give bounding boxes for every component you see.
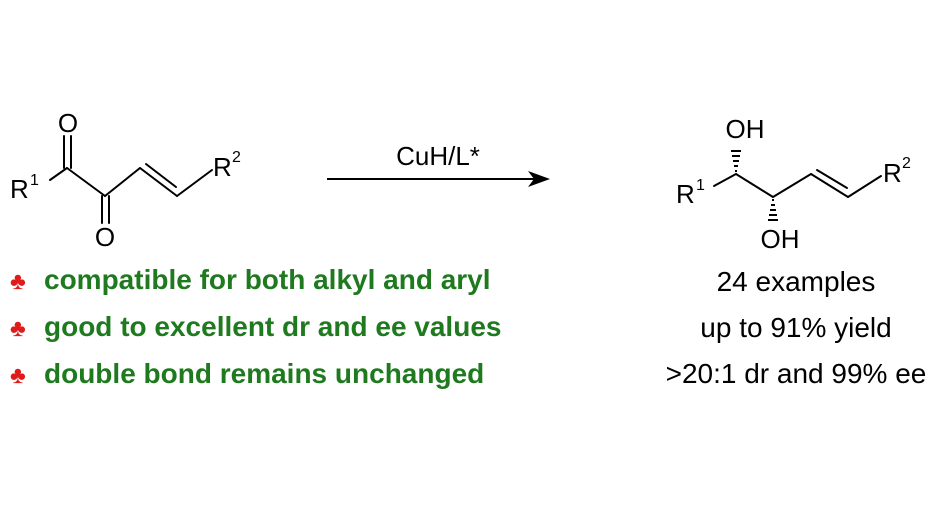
- bond-cc-cd: [810, 173, 849, 198]
- product-r2-label: R: [883, 158, 902, 188]
- selectivity: >20:1 dr and 99% ee: [665, 358, 927, 389]
- results-summary: 24 examples up to 91% yield >20:1 dr and…: [650, 262, 942, 400]
- bond-r1-ca: [713, 173, 737, 187]
- feature-text: compatible for both alkyl and aryl: [44, 264, 491, 295]
- bond-c2-c3: [104, 167, 141, 197]
- feature-item: ♣ double bond remains unchanged: [10, 355, 501, 402]
- club-icon: ♣: [10, 315, 26, 342]
- bond-cb-cc: [772, 173, 812, 198]
- substrate-r2-label: R: [213, 152, 232, 182]
- reagent-label: CuH/L*: [396, 141, 480, 171]
- substrate-r2-sup: 2: [232, 149, 241, 166]
- bond-c3-c4: [139, 167, 178, 197]
- bond-cc-cd-inner: [816, 169, 848, 189]
- hashed-wedge-bottom: [768, 199, 778, 221]
- bond-c3-c4-inner: [145, 163, 177, 188]
- product-r2-sup: 2: [902, 155, 911, 172]
- arrow-head: [528, 171, 550, 187]
- substrate-o-bottom: O: [95, 222, 115, 252]
- substrate-structure: [49, 135, 213, 224]
- product-structure: [713, 169, 882, 198]
- product-r1-sup: 1: [696, 177, 705, 194]
- bond-c4-r2: [176, 169, 213, 197]
- bond-r1-c1: [49, 167, 68, 181]
- substrate-o-top: O: [58, 108, 78, 138]
- product-oh-bottom: OH: [761, 224, 800, 254]
- product-r1-label: R: [676, 179, 695, 209]
- examples-count: 24 examples: [716, 266, 876, 297]
- club-icon: ♣: [10, 268, 26, 295]
- feature-item: ♣ good to excellent dr and ee values: [10, 308, 501, 355]
- substrate-r1-label: R: [10, 174, 29, 204]
- club-icon: ♣: [10, 362, 26, 389]
- hashed-wedge-top: [731, 150, 741, 172]
- bond-ca-cb: [735, 173, 774, 198]
- feature-text: good to excellent dr and ee values: [44, 311, 502, 342]
- feature-list: ♣ compatible for both alkyl and aryl ♣ goo…: [10, 261, 501, 402]
- reaction-arrow: [327, 171, 550, 187]
- bond-cd-r2: [847, 175, 882, 198]
- feature-text: double bond remains unchanged: [44, 358, 485, 389]
- product-oh-top: OH: [726, 114, 765, 144]
- feature-item: ♣ compatible for both alkyl and aryl: [10, 261, 501, 308]
- max-yield: up to 91% yield: [700, 312, 892, 343]
- reaction-scheme: O O R 1 R 2 CuH/L* OH OH R 1 R 2: [10, 108, 911, 254]
- substrate-r1-sup: 1: [30, 172, 39, 189]
- bond-c1-c2: [66, 167, 106, 197]
